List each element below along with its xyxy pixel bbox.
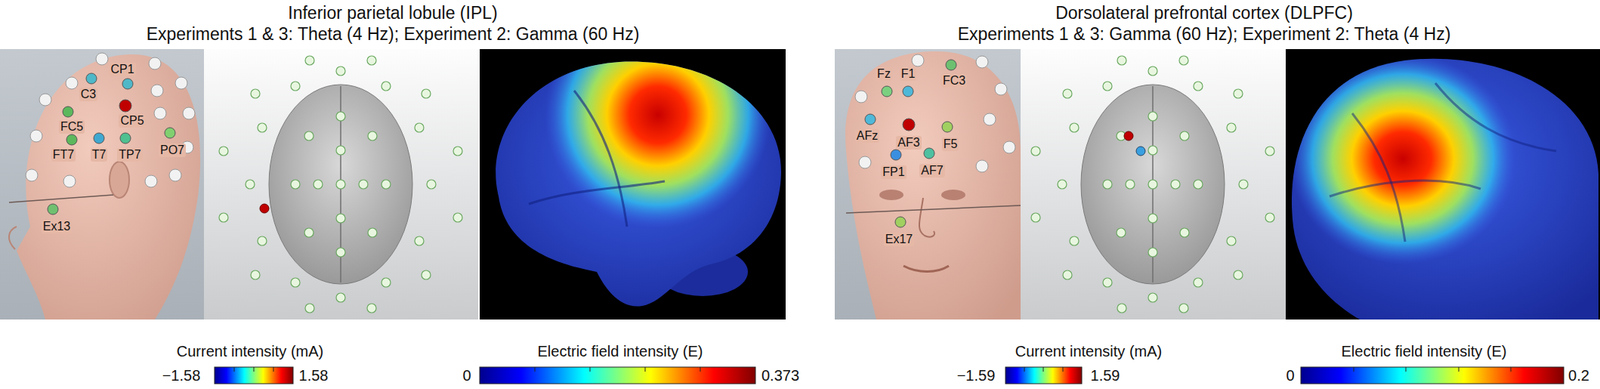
electrode-label: PO7 [158,143,186,158]
electrode-label: Ex17 [883,232,915,247]
electrode-label: TP7 [117,148,143,162]
electrode-label: C3 [79,87,98,102]
panel-subtitle: Experiments 1 & 3: Theta (4 Hz); Experim… [146,24,640,44]
electrode-label: CP5 [118,114,146,128]
colorbar-tick: 0.373 [761,367,800,385]
colorbar-tick: 0.2 [1568,367,1590,385]
panel-subtitle: Experiments 1 & 3: Gamma (60 Hz); Experi… [957,24,1452,44]
electrode-label: FT7 [51,148,76,162]
electrode-label: CP1 [108,62,136,77]
colorbar-title: Current intensity (mA) [1015,342,1163,361]
electrode-label: FC3 [941,74,967,88]
colorbar-title: Electric field intensity (E) [537,342,704,361]
electrode-label: AF3 [895,135,921,150]
colorbar-tick: −1.58 [162,367,201,385]
electrode-label: AF7 [919,163,945,178]
electrode-label: AFz [855,129,880,143]
colorbar-tick: −1.59 [957,367,996,385]
electrode-label: Ex13 [41,219,72,234]
colorbar-tick: 1.59 [1090,367,1121,385]
electrode-label: FC5 [58,120,85,134]
panel-title: Inferior parietal lobule (IPL) [287,3,498,23]
colorbar-tick: 0 [1285,367,1295,385]
panel-title: Dorsolateral prefrontal cortex (DLPFC) [1055,3,1353,23]
electrode-label: T7 [90,148,109,162]
electrode-label: F1 [899,67,918,81]
electrode-label: FP1 [880,165,906,180]
colorbar-title: Electric field intensity (E) [1341,342,1508,361]
electrode-label: Fz [875,67,893,81]
colorbar-tick: 1.58 [299,367,329,385]
colorbar-tick: 0 [462,367,471,385]
colorbar-title: Current intensity (mA) [176,342,325,361]
electrode-label: F5 [942,137,960,152]
